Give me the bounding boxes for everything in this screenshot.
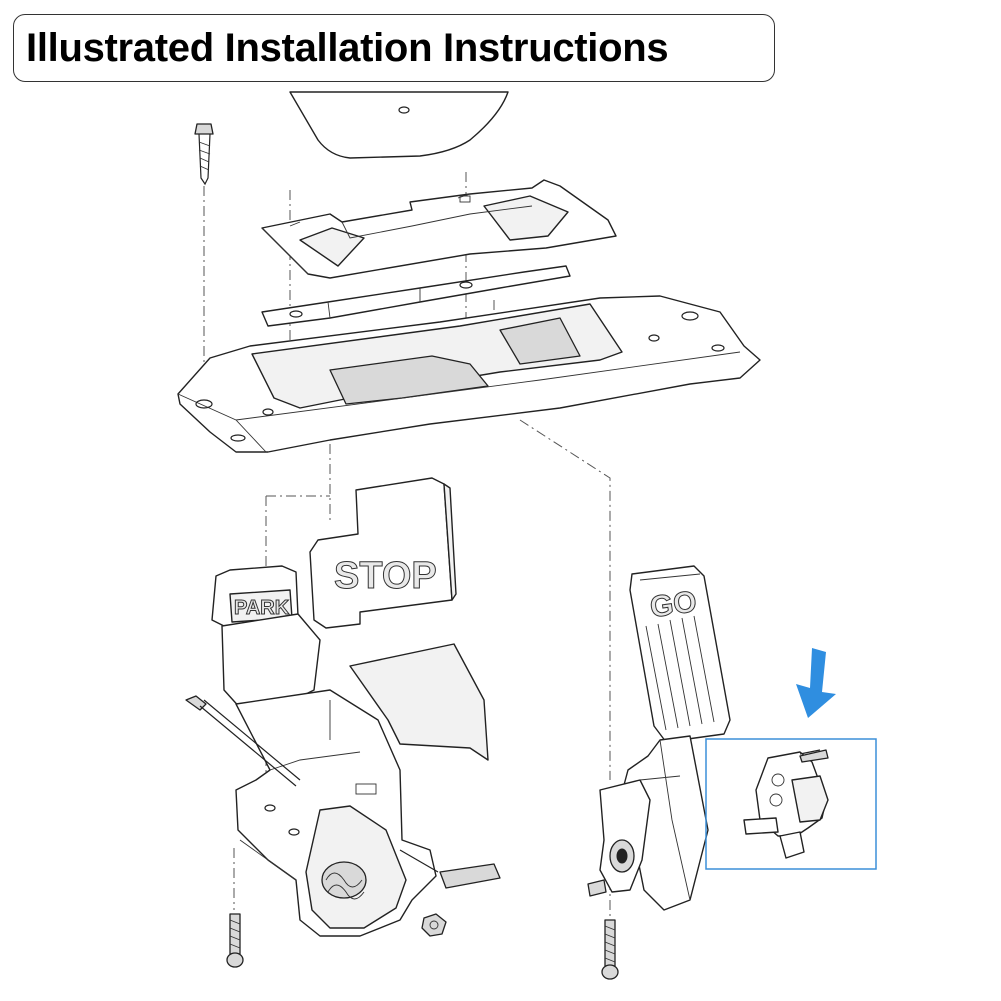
bolt-bottom-left [226, 913, 244, 968]
small-block [399, 849, 501, 889]
stop-label: STOP [334, 555, 437, 597]
go-label: GO [648, 585, 699, 624]
upper-bracket [261, 179, 617, 279]
go-mechanism [587, 735, 709, 911]
park-label: PARK [234, 597, 290, 619]
screw-top-left [194, 123, 214, 186]
callout-box [705, 738, 877, 870]
go-pedal: GO [629, 565, 731, 743]
thin-plate [261, 265, 571, 327]
stop-pedal: STOP [309, 477, 457, 629]
arrow-down-left-icon [796, 648, 836, 718]
top-cover [289, 91, 509, 159]
base-plate [177, 295, 761, 453]
brake-assembly [221, 613, 489, 937]
park-pedal: PARK [211, 565, 299, 627]
nut [421, 913, 447, 937]
title-box: Illustrated Installation Instructions [13, 14, 775, 82]
page-title: Illustrated Installation Instructions [26, 25, 669, 70]
bolt-bottom-right [601, 919, 619, 980]
rod [185, 695, 301, 787]
